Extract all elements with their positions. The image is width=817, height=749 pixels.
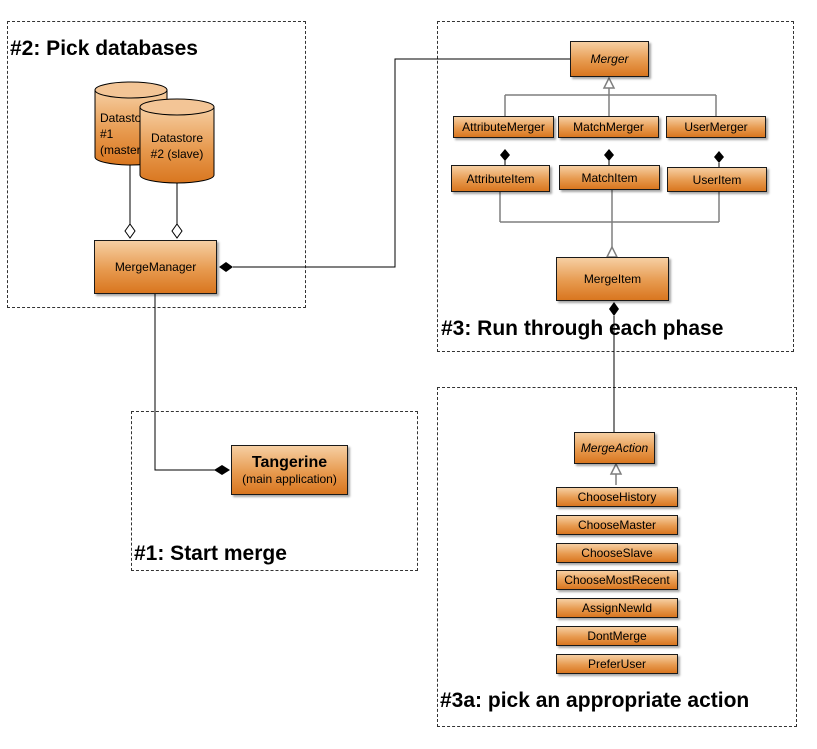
match-merger-class[interactable]: MatchMerger — [558, 116, 659, 138]
action-choose-slave[interactable]: ChooseSlave — [556, 543, 678, 563]
action-choose-history[interactable]: ChooseHistory — [556, 487, 678, 507]
action-prefer-user[interactable]: PreferUser — [556, 654, 678, 674]
tangerine-title: Tangerine — [251, 454, 328, 472]
merge-action-class[interactable]: MergeAction — [574, 432, 655, 464]
region-title-pick-action: #3a: pick an appropriate action — [440, 689, 750, 712]
datastore-slave-label-line1: Datastore — [150, 131, 204, 145]
action-choose-most-recent[interactable]: ChooseMostRecent — [556, 570, 678, 590]
action-assign-new-id[interactable]: AssignNewId — [556, 598, 678, 618]
datastore-slave-label: Datastore #2 (slave) — [140, 130, 214, 162]
region-title-start-merge: #1: Start merge — [134, 542, 287, 565]
action-dont-merge[interactable]: DontMerge — [556, 626, 678, 646]
datastore-slave-cylinder — [139, 98, 215, 184]
datastore-master-label-line1: Datastore — [100, 111, 140, 125]
datastore-slave-label-line2: #2 (slave) — [150, 147, 204, 161]
attribute-merger-class[interactable]: AttributeMerger — [453, 116, 554, 138]
region-pick-action — [437, 387, 797, 727]
user-merger-class[interactable]: UserMerger — [666, 116, 766, 138]
region-run-phases — [437, 21, 794, 352]
datastore-master-label: Datastore #1 (master) — [100, 110, 140, 158]
user-item-class[interactable]: UserItem — [667, 167, 767, 192]
action-choose-master[interactable]: ChooseMaster — [556, 515, 678, 535]
merger-class[interactable]: Merger — [570, 41, 649, 77]
datastore-master-label-line2: #1 (master) — [100, 127, 140, 157]
tangerine-subtitle: (main application) — [242, 472, 337, 487]
merge-item-class[interactable]: MergeItem — [556, 257, 669, 301]
tangerine-class[interactable]: Tangerine (main application) — [231, 445, 348, 495]
match-item-class[interactable]: MatchItem — [559, 165, 660, 190]
region-title-pick-databases: #2: Pick databases — [10, 37, 198, 60]
attribute-item-class[interactable]: AttributeItem — [451, 165, 550, 192]
merge-manager-class[interactable]: MergeManager — [94, 240, 217, 294]
region-title-run-phases: #3: Run through each phase — [441, 317, 724, 340]
region-pick-databases — [7, 21, 306, 308]
region-start-merge — [131, 411, 418, 571]
